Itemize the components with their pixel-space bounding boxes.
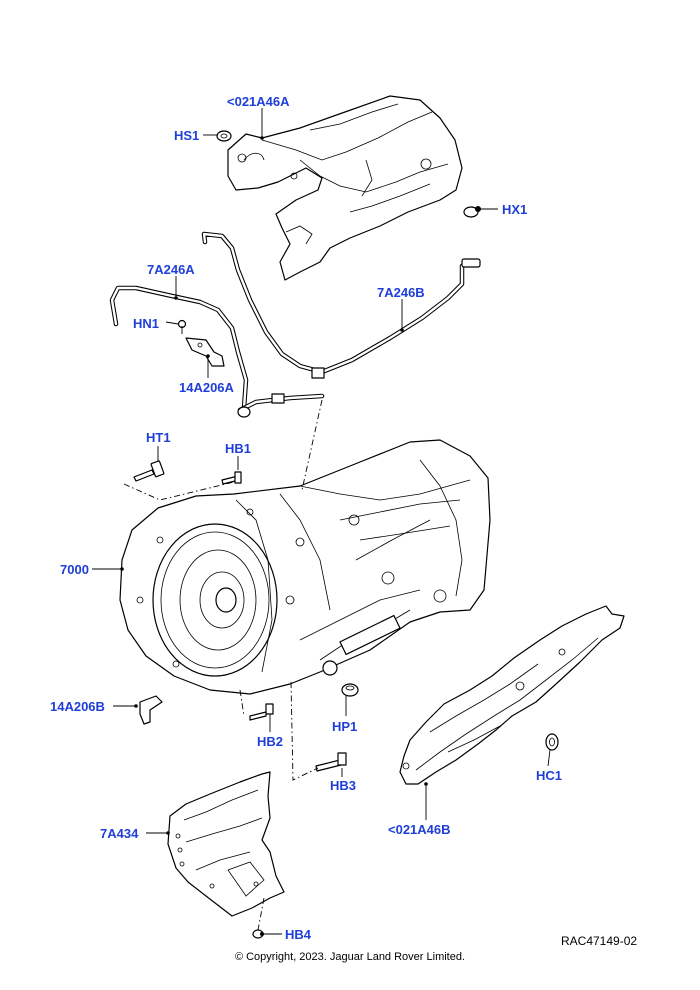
bracket-b <box>139 695 163 725</box>
label-ht1: HT1 <box>146 430 171 445</box>
label-bracket-b: 14A206B <box>50 699 105 714</box>
hx1-fastener <box>463 206 481 218</box>
label-heat-shield-lower: <021A46B <box>388 822 451 837</box>
label-transmission: 7000 <box>60 562 89 577</box>
skid-plate <box>167 771 285 917</box>
label-hb2: HB2 <box>257 734 284 749</box>
transmission-assembly <box>119 439 491 695</box>
bolt-hb3 <box>315 752 347 772</box>
hc1-fastener <box>545 733 559 751</box>
plug-hp1 <box>341 683 359 697</box>
label-hx1: HX1 <box>502 202 528 217</box>
bolt-ht1 <box>133 460 165 482</box>
label-hc1: HC1 <box>536 768 563 783</box>
label-hb4: HB4 <box>285 927 312 942</box>
center-lines <box>123 399 323 931</box>
label-hp1: HP1 <box>332 719 358 734</box>
label-tube-a: 7A246A <box>147 262 195 277</box>
label-hb3: HB3 <box>330 778 357 793</box>
label-hn1: HN1 <box>133 316 160 331</box>
label-hs1: HS1 <box>174 128 200 143</box>
copyright-notice: © Copyright, 2023. Jaguar Land Rover Lim… <box>234 951 466 963</box>
lower-heat-shield <box>399 605 625 785</box>
upper-heat-shield <box>227 95 463 281</box>
label-skid-plate: 7A434 <box>100 826 139 841</box>
bolt-hb2 <box>249 703 274 721</box>
diagram-reference-number: RAC47149-02 <box>561 934 638 948</box>
breather-tube-b <box>201 231 481 379</box>
label-hb1: HB1 <box>225 441 252 456</box>
hs1-fastener <box>216 130 232 142</box>
label-heat-shield-upper: <021A46A <box>227 94 290 109</box>
label-tube-b: 7A246B <box>377 285 425 300</box>
breather-tube-a <box>109 285 325 418</box>
hb4-fastener <box>252 929 264 939</box>
bolt-hb1 <box>221 471 242 485</box>
bracket-a <box>177 319 225 367</box>
label-bracket-a: 14A206A <box>179 380 234 395</box>
leader-lines <box>92 108 551 935</box>
